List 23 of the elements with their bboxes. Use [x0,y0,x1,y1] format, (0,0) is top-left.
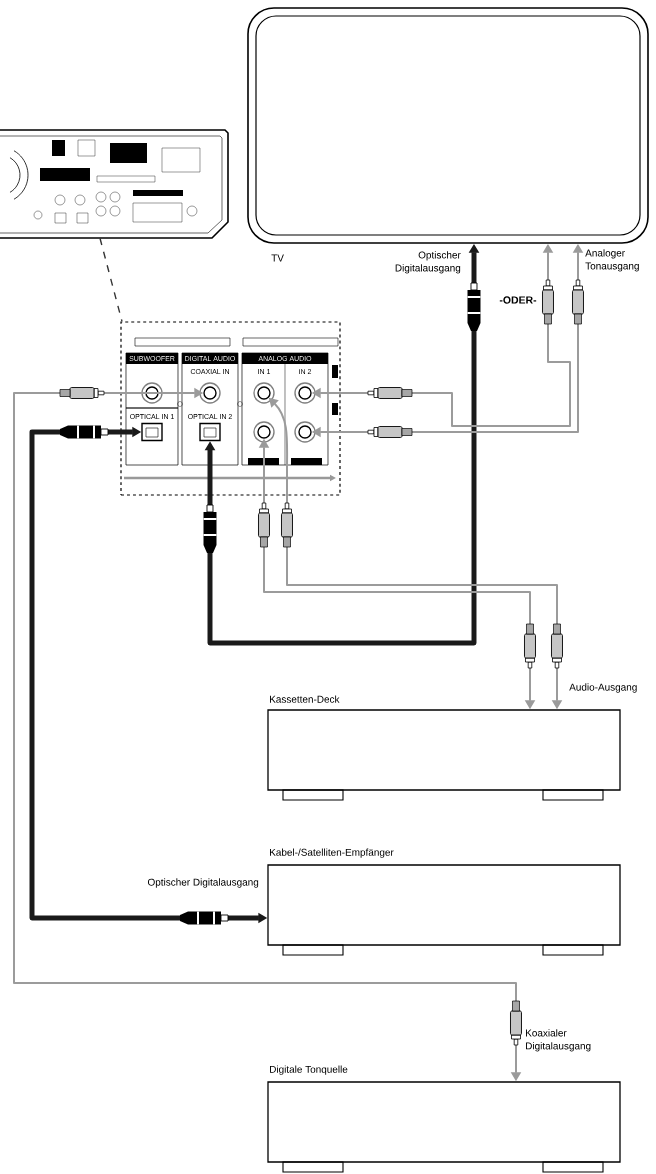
audio-jack [199,382,221,404]
audio-jack [294,382,316,404]
device-box: Kabel-/Satelliten-Empfänger [267,848,621,956]
audio-jack [253,421,275,443]
audio-jack [294,421,316,443]
device-box: Digitale Tonquelle [267,1065,621,1173]
output-label: Optischer Digitalausgang [395,251,461,274]
node-label: Kassetten-Deck [270,695,340,703]
output-label: Audio-Ausgang [569,683,637,693]
connector-panel-detail [120,321,341,496]
device-box: Kassetten-Deck [267,695,621,801]
output-label: Optischer Digitalausgang [147,878,259,888]
optical-jack [141,422,163,442]
node-label: TV [271,254,284,262]
zoom-line [99,237,123,323]
output-label: Analoger Tonausgang [585,249,639,272]
option-text: -ODER- [499,296,537,304]
output-label: Koaxialer Digitalausgang [526,1029,591,1052]
node-label: Digitale Tonquelle [270,1065,348,1075]
receiver-rear-drawing [0,129,229,239]
node-label: Kabel-/Satelliten-Empfänger [270,848,394,858]
audio-jack [253,382,275,404]
optical-jack [199,422,221,442]
